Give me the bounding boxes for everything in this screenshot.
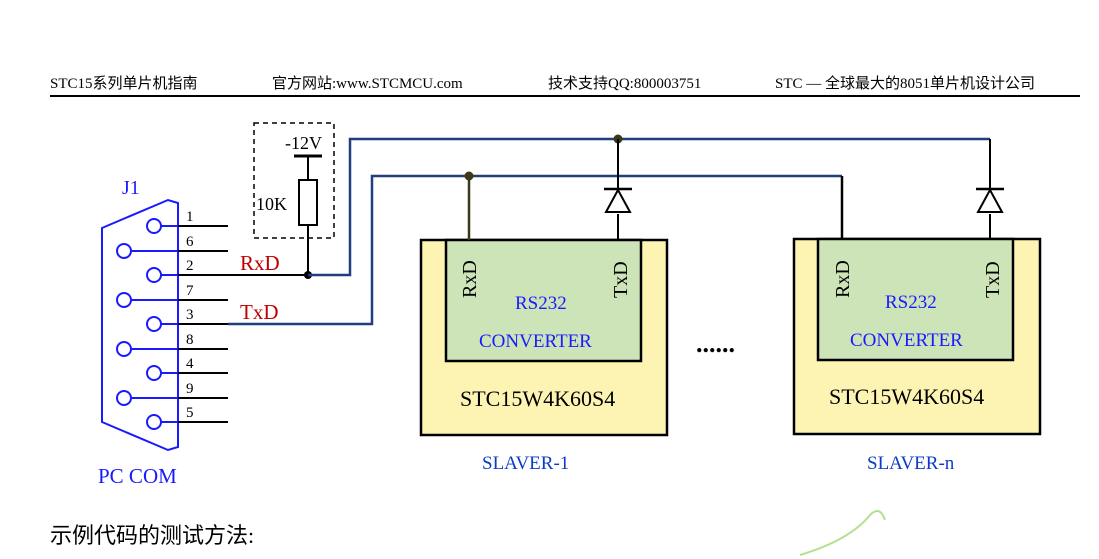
watermark-mark <box>799 510 886 556</box>
resistor-dashed-box <box>253 122 335 239</box>
pin-number: 8 <box>186 332 194 348</box>
converter-label-line2: CONVERTER <box>479 331 592 352</box>
converter-block <box>444 238 643 363</box>
slave-caption: SLAVER-1 <box>482 453 569 474</box>
pin-number: 6 <box>186 234 194 250</box>
pin-circle <box>116 292 132 308</box>
pin-number: 3 <box>186 307 194 323</box>
body-text: 示例代码的测试方法: <box>50 523 255 548</box>
diode-symbol <box>604 187 632 213</box>
supply-label: -12V <box>285 133 322 153</box>
pin-circle <box>116 243 132 259</box>
pin-number: 2 <box>186 258 194 274</box>
converter-label-line1: RS232 <box>885 292 937 313</box>
header-divider <box>50 95 1080 97</box>
header-website: 官方网站:www.STCMCU.com <box>272 76 463 92</box>
db9-connector-shell <box>101 198 179 452</box>
connector-caption: PC COM <box>98 464 177 488</box>
connector-pins: 1 6 2 7 3 8 4 9 5 <box>116 209 228 430</box>
pin-circle <box>146 365 162 381</box>
converter-pin-rx: RxD <box>832 260 854 298</box>
mcu-label: STC15W4K60S4 <box>460 386 615 411</box>
converter-block <box>816 237 1015 362</box>
rxd-bus-line <box>308 137 990 277</box>
resistor-symbol <box>298 179 318 226</box>
pin-number: 9 <box>186 381 194 397</box>
converter-pin-tx: TxD <box>982 261 1004 298</box>
txd-bus-line <box>228 174 842 326</box>
pin-number: 5 <box>186 405 194 421</box>
pin-circle <box>146 316 162 332</box>
resistor-value: 10K <box>256 194 287 214</box>
header-book-title: STC15系列单片机指南 <box>50 76 198 92</box>
converter-label-line1: RS232 <box>515 293 567 314</box>
converter-pin-rx: RxD <box>459 260 481 298</box>
pin-number: 1 <box>186 209 194 225</box>
diode-symbol <box>976 187 1004 213</box>
converter-pin-tx: TxD <box>610 261 632 298</box>
slave-caption: SLAVER-n <box>867 453 955 474</box>
connector-label: J1 <box>122 177 140 199</box>
slaves-ellipsis: ...... <box>696 329 735 358</box>
pin-circle <box>116 341 132 357</box>
pin-circle <box>146 267 162 283</box>
pin-number: 7 <box>186 283 194 299</box>
pin-circle <box>146 218 162 234</box>
pin-circle <box>146 414 162 430</box>
mcu-label: STC15W4K60S4 <box>829 384 984 409</box>
pin-circle <box>116 390 132 406</box>
converter-label-line2: CONVERTER <box>850 330 963 351</box>
header-support: 技术支持QQ:800003751 <box>548 76 702 92</box>
pin-number: 4 <box>186 356 194 372</box>
rxd-signal-label: RxD <box>240 251 280 275</box>
txd-signal-label: TxD <box>240 300 279 324</box>
header-tagline: STC — 全球最大的8051单片机设计公司 <box>775 76 1036 92</box>
